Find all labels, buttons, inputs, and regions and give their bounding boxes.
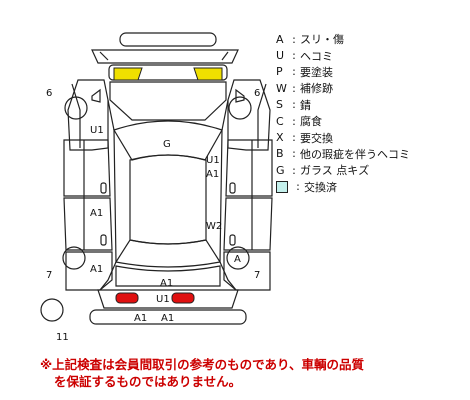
legend-text: 要塗装 — [300, 65, 333, 79]
left-front-door — [63, 139, 111, 197]
right-front-fender — [227, 79, 271, 151]
legend-row-replaced: : 交換済 — [276, 179, 466, 195]
hood — [109, 81, 227, 121]
mark-spare-tire: 11 — [56, 332, 69, 343]
left-front-handle — [100, 182, 107, 194]
right-mirror — [235, 88, 245, 103]
rear-bumper — [89, 309, 247, 325]
disclaimer-line-1: ※上記検査は会員間取引の参考のものであり、車輌の品質 — [40, 357, 365, 372]
headlight-area — [108, 64, 228, 81]
left-rear-handle — [100, 234, 107, 246]
replaced-swatch — [276, 180, 288, 193]
front-bumper — [119, 32, 217, 47]
legend-separator: : — [292, 131, 296, 145]
legend: A : スリ・傷 U : ヘコミ P : 要塗装 W : 補修跡 S : 錆 C… — [276, 31, 466, 195]
mark-right-front-door-2: A1 — [206, 169, 219, 180]
legend-row-u: U : ヘコミ — [276, 47, 466, 63]
legend-separator: : — [292, 81, 296, 95]
right-rear-quarter — [223, 251, 271, 291]
wheel-rear-right — [226, 246, 250, 270]
legend-code: G — [276, 163, 285, 177]
legend-text: 要交換 — [300, 131, 333, 145]
left-body-side — [99, 99, 117, 291]
right-front-handle — [229, 182, 236, 194]
mark-front-left-fender: U1 — [90, 125, 104, 136]
front-panel — [91, 49, 239, 64]
legend-code: A — [276, 32, 284, 46]
mark-wheel-rear-left: 7 — [46, 270, 52, 281]
headlight-left-highlight — [113, 67, 143, 81]
left-front-fender-line — [71, 83, 81, 148]
legend-text: 他の瑕疵を伴うヘコミ — [300, 147, 410, 161]
wheel-front-left — [64, 96, 88, 120]
legend-row-s: S : 錆 — [276, 97, 466, 113]
mark-rear-panel: A1 — [160, 278, 173, 289]
legend-separator: : — [292, 65, 296, 79]
legend-code: S — [276, 98, 283, 112]
mark-rear-lamp-area: U1 — [156, 294, 170, 305]
legend-text: ヘコミ — [300, 49, 333, 63]
right-body-side — [219, 99, 237, 291]
legend-text: 交換済 — [304, 180, 337, 194]
legend-text: 錆 — [300, 98, 311, 112]
legend-separator: : — [292, 98, 296, 112]
rear-glass — [115, 239, 221, 268]
disclaimer: ※上記検査は会員間取引の参考のものであり、車輌の品質 を保証するものではありませ… — [40, 356, 460, 390]
right-rear-door — [223, 197, 273, 251]
legend-text: 腐食 — [300, 115, 322, 129]
mark-rear-bumper-left: A1 — [134, 313, 147, 324]
left-mirror — [91, 88, 101, 103]
legend-separator: : — [292, 114, 296, 128]
right-front-fender-line — [257, 83, 267, 148]
legend-row-g: G : ガラス 点キズ — [276, 162, 466, 178]
mark-right-rear-door: W2 — [206, 221, 222, 232]
mark-rear-bumper-right: A1 — [161, 313, 174, 324]
legend-text: ガラス 点キズ — [300, 164, 370, 178]
right-rear-handle — [229, 234, 236, 246]
wheel-rear-left — [62, 246, 86, 270]
legend-row-a: A : スリ・傷 — [276, 31, 466, 47]
trunk — [115, 265, 221, 287]
legend-code: U — [276, 49, 285, 63]
legend-separator: : — [292, 32, 296, 46]
front-panel-edge — [99, 51, 229, 61]
legend-separator: : — [296, 180, 300, 194]
rear-lamp-left-highlight — [115, 292, 139, 304]
legend-row-p: P : 要塗装 — [276, 64, 466, 80]
mark-wheel-rear-right-circle: A — [234, 254, 241, 265]
legend-code: W — [276, 81, 287, 95]
wheel-front-right — [228, 96, 252, 120]
legend-separator: : — [292, 163, 296, 177]
mark-windshield: G — [163, 139, 171, 150]
spare-tire — [40, 298, 64, 322]
rear-panel — [97, 289, 239, 309]
legend-code: B — [276, 147, 284, 161]
roof — [129, 154, 207, 245]
right-front-door — [225, 139, 273, 197]
disclaimer-line-2: を保証するものではありません。 — [54, 374, 242, 389]
legend-row-b: B : 他の瑕疵を伴うヘコミ — [276, 146, 466, 162]
legend-row-x: X : 要交換 — [276, 129, 466, 145]
mark-left-rear-door: A1 — [90, 208, 103, 219]
mark-left-rear-quarter: A1 — [90, 264, 103, 275]
left-rear-quarter — [65, 251, 113, 291]
legend-row-w: W : 補修跡 — [276, 80, 466, 96]
legend-code: C — [276, 114, 284, 128]
legend-row-c: C : 腐食 — [276, 113, 466, 129]
legend-separator: : — [292, 147, 296, 161]
legend-code: X — [276, 131, 284, 145]
legend-separator: : — [292, 49, 296, 63]
mark-wheel-front-left: 6 — [46, 88, 52, 99]
mark-right-front-door-1: U1 — [206, 155, 220, 166]
legend-code: P — [276, 65, 283, 79]
mark-wheel-front-right: 6 — [254, 88, 260, 99]
rear-lamp-right-highlight — [171, 292, 195, 304]
legend-text: 補修跡 — [300, 82, 333, 96]
mark-wheel-rear-right: 7 — [254, 270, 260, 281]
headlight-right-highlight — [193, 67, 223, 81]
legend-text: スリ・傷 — [300, 33, 344, 47]
left-rear-door — [63, 197, 113, 251]
